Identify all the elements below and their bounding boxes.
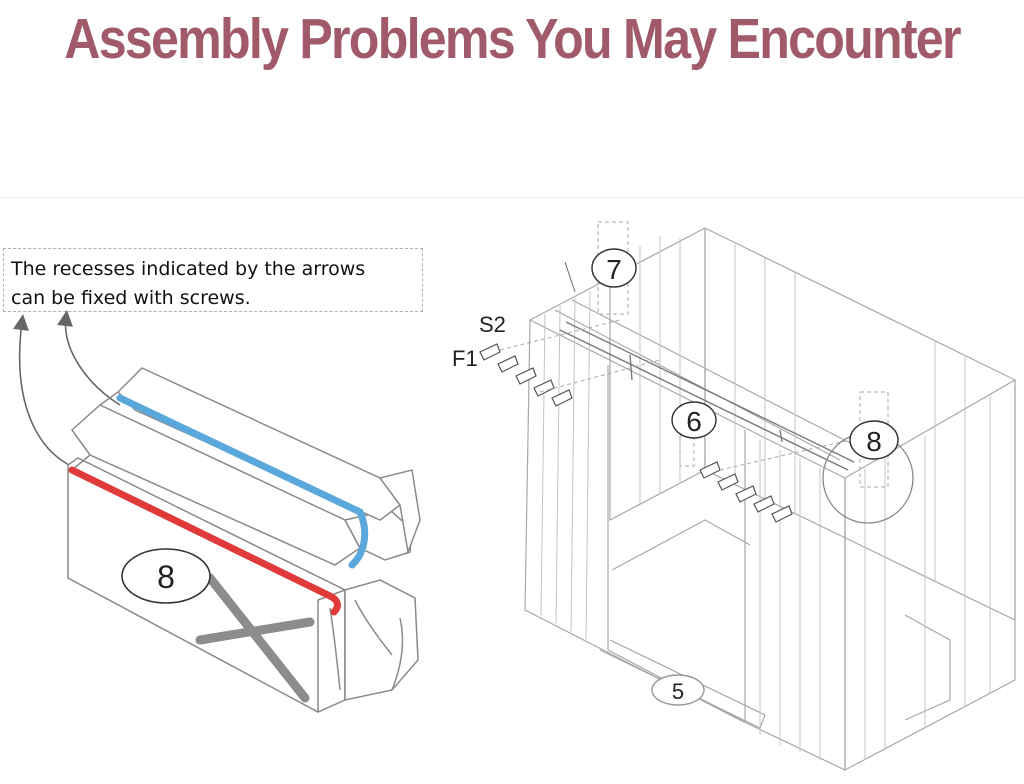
label-leader-line [564,261,576,293]
note-line-1: The recesses indicated by the arrows [11,258,366,280]
part-5-callout-label: 5 [672,679,684,704]
part-8-shed-callout-ellipse [849,420,899,460]
part-7-callout-label: 7 [606,254,622,285]
section-divider [0,197,1024,198]
blue-recess-highlight [116,394,369,569]
part-8-callout-ellipse [121,548,211,604]
front-beam [559,321,855,471]
note-line-2: can be fixed with screws. [11,287,251,309]
part-8-shed-callout-label: 8 [866,426,882,457]
screw-s2-label: S2 [479,312,506,337]
page-title: Assembly Problems You May Encounter [64,7,961,71]
part-8-callout-label: 8 [157,559,175,595]
screws-middle [699,461,793,523]
wall-panel-ribs [540,236,991,760]
red-recess-highlight [68,466,341,616]
part-5-callout-ellipse [651,674,705,706]
screws-left [479,343,573,407]
shed-right-wall [844,380,1016,771]
part-6-callout-ellipse [671,401,717,439]
screw-f1-label: F1 [452,346,478,371]
part-6-callout-label: 6 [686,406,702,437]
cross-mark [195,573,315,703]
instruction-note: The recesses indicated by the arrows can… [3,248,423,312]
arrow-left [13,314,76,469]
part-7-callout-ellipse [591,248,637,288]
